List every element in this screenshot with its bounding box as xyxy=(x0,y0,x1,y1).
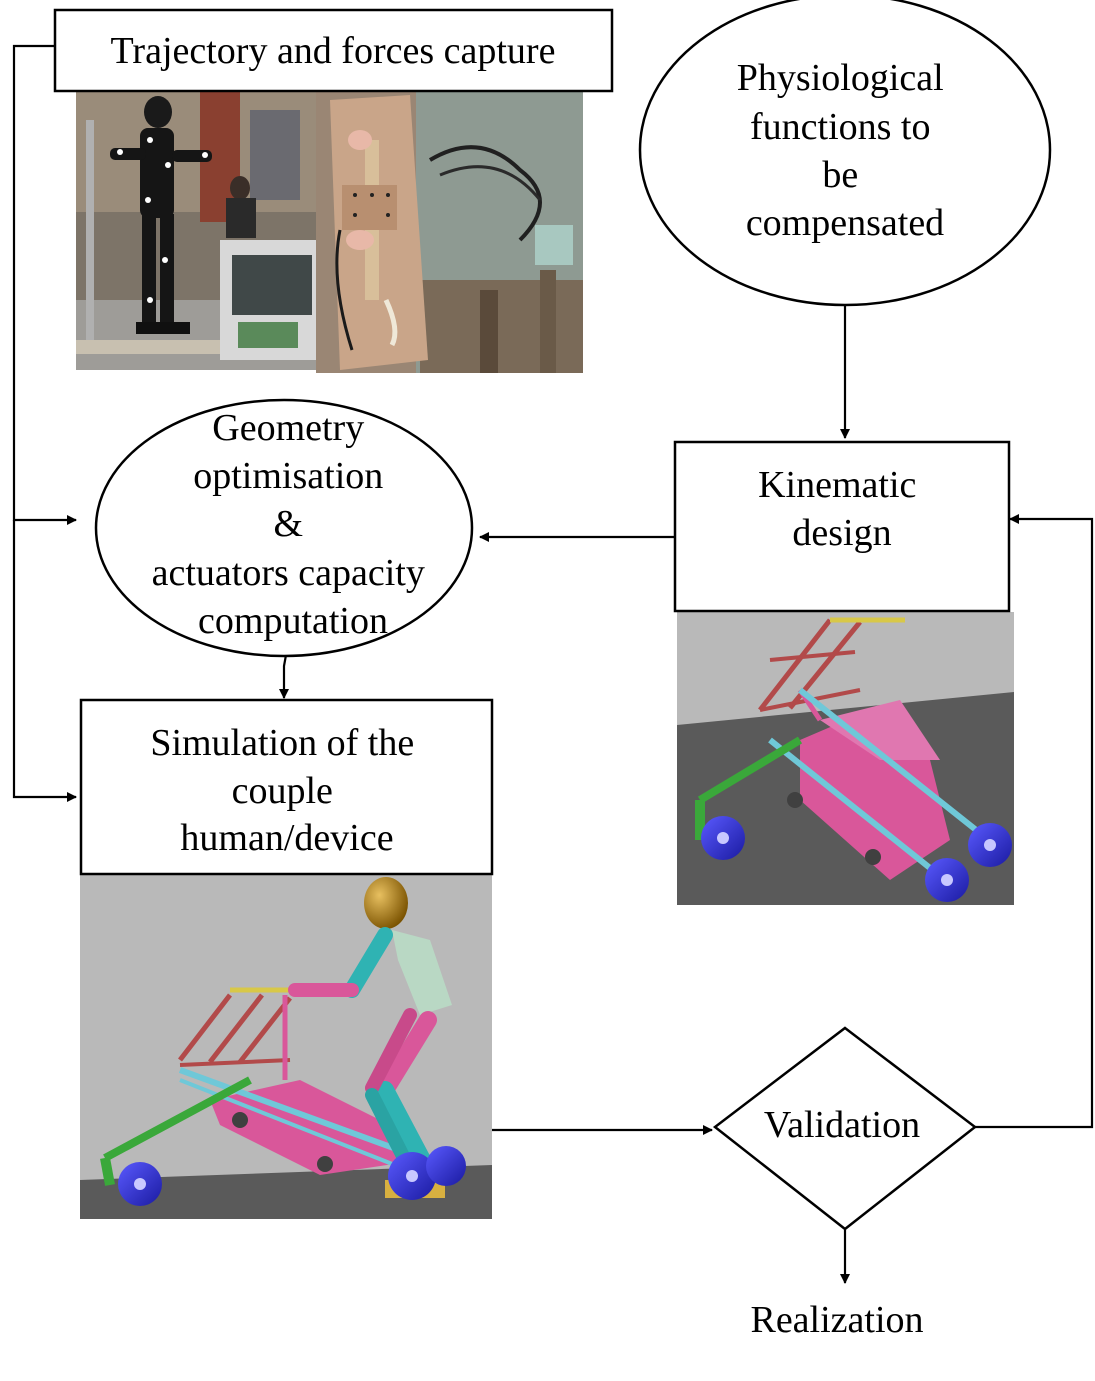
node-realization-label: Realization xyxy=(750,1299,923,1341)
node-validation: Validation xyxy=(712,1026,978,1231)
edge-capture-to-geometry xyxy=(12,44,77,525)
node-trajectory-capture: Trajectory and forces capture xyxy=(53,8,614,93)
node-kinematic-design-label: Kinematic design xyxy=(758,464,926,554)
node-realization: Realization xyxy=(750,1299,923,1341)
connectors xyxy=(12,44,1094,1284)
node-physiological-functions-label: Physiological functions to be compensate… xyxy=(737,57,953,244)
node-trajectory-capture-label: Trajectory and forces capture xyxy=(111,30,556,72)
walker-model-render xyxy=(677,612,1014,905)
node-geometry-optimisation-label: Geometry optimisation & actuators capaci… xyxy=(152,407,435,642)
node-kinematic-design: Kinematic design xyxy=(673,440,1011,613)
edge-capture-to-simulation xyxy=(12,520,77,802)
node-geometry-optimisation: Geometry optimisation & actuators capaci… xyxy=(94,398,474,658)
node-simulation: Simulation of the couple human/device xyxy=(79,698,494,876)
node-physiological-functions: Physiological functions to be compensate… xyxy=(638,0,1052,307)
motion-capture-photo xyxy=(76,92,316,370)
edge-geometry-to-simulation xyxy=(279,654,289,699)
node-simulation-label: Simulation of the couple human/device xyxy=(150,722,423,859)
edge-validation-to-kinematic xyxy=(975,514,1094,1129)
node-validation-label: Validation xyxy=(764,1104,920,1146)
human-device-simulation-render xyxy=(80,875,492,1219)
force-sensor-photo xyxy=(316,92,583,373)
